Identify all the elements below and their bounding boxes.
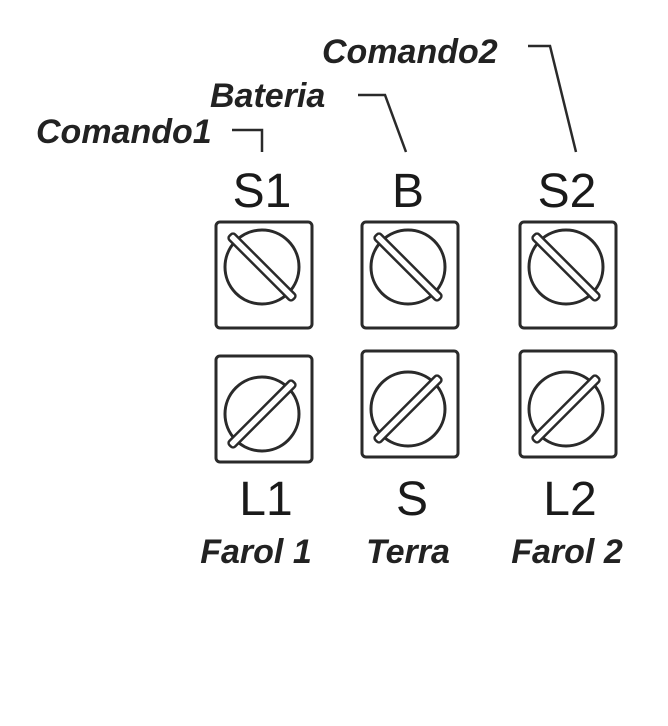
leader-bateria [358, 93, 408, 153]
terminal-l2-label: L2 [543, 473, 596, 526]
function-farol-2: Farol 2 [511, 533, 623, 571]
terminal-s1-block [214, 220, 314, 330]
function-farol-1: Farol 1 [200, 533, 311, 571]
terminal-s1-label: S1 [233, 165, 292, 218]
function-terra: Terra [366, 533, 450, 571]
terminal-s-block [360, 349, 460, 459]
callout-bateria: Bateria [210, 77, 325, 115]
terminal-l1-block [214, 354, 314, 464]
leader-comando1 [232, 128, 264, 152]
terminal-b-block [360, 220, 460, 330]
callout-comando1: Comando1 [36, 113, 212, 151]
leader-comando2 [528, 44, 578, 153]
terminal-s2-block [518, 220, 618, 330]
terminal-s-label: S [396, 473, 428, 526]
terminal-l2-block [518, 349, 618, 459]
terminal-s2-label: S2 [538, 165, 597, 218]
callout-comando2: Comando2 [322, 33, 498, 71]
terminal-l1-label: L1 [239, 473, 292, 526]
terminal-b-label: B [392, 165, 424, 218]
